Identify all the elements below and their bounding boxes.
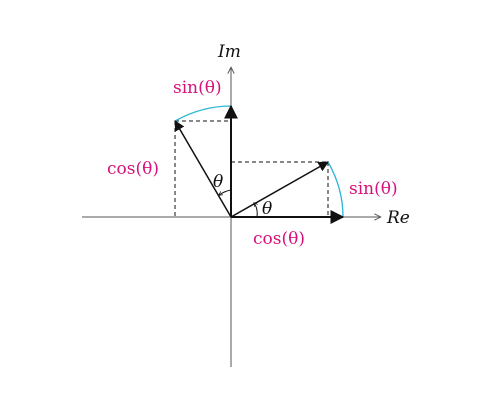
angle-arc-unit <box>254 203 257 218</box>
cos-label-unit: cos(θ) <box>253 229 305 249</box>
sin-label-rotated: sin(θ) <box>173 78 222 98</box>
sin-arc-right <box>327 161 344 218</box>
cos-label-rotated: cos(θ) <box>107 159 159 179</box>
angle-arc-rotated <box>219 189 232 195</box>
sin-arc-top <box>174 105 232 122</box>
imaginary-axis-label: Im <box>217 42 241 62</box>
rotated-vector-arrow <box>174 120 232 218</box>
unit-vector-arrow <box>230 161 329 218</box>
angle-label-rotated: θ <box>213 172 223 192</box>
real-axis-label: Re <box>386 208 410 228</box>
angle-label-unit: θ <box>262 199 272 219</box>
sin-label-unit: sin(θ) <box>349 179 398 199</box>
